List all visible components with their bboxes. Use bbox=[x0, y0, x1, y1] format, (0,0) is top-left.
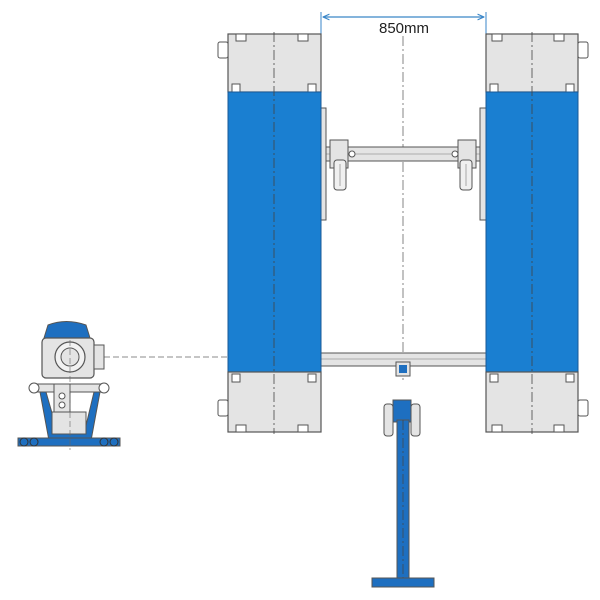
tow-bar-wheel-right bbox=[410, 403, 421, 437]
tow-bar-wheel-left bbox=[383, 403, 394, 437]
width-dimension: 850mm bbox=[320, 12, 487, 37]
left-runway-bottom-end bbox=[227, 371, 322, 433]
left-runway-deck bbox=[227, 91, 322, 373]
left-runway-top-end bbox=[227, 33, 322, 93]
side-view-cap bbox=[43, 321, 91, 339]
left-runway bbox=[217, 32, 327, 434]
tow-bar bbox=[371, 361, 435, 588]
right-runway bbox=[479, 32, 589, 434]
tow-bar-fork bbox=[392, 399, 412, 423]
side-view-base bbox=[17, 437, 121, 447]
tow-bar-handle bbox=[371, 577, 435, 588]
right-side-rail bbox=[479, 107, 487, 221]
left-caster bbox=[329, 139, 356, 191]
side-view-lift bbox=[17, 321, 121, 450]
dimension-label: 850mm bbox=[379, 20, 429, 37]
right-caster bbox=[451, 139, 477, 191]
